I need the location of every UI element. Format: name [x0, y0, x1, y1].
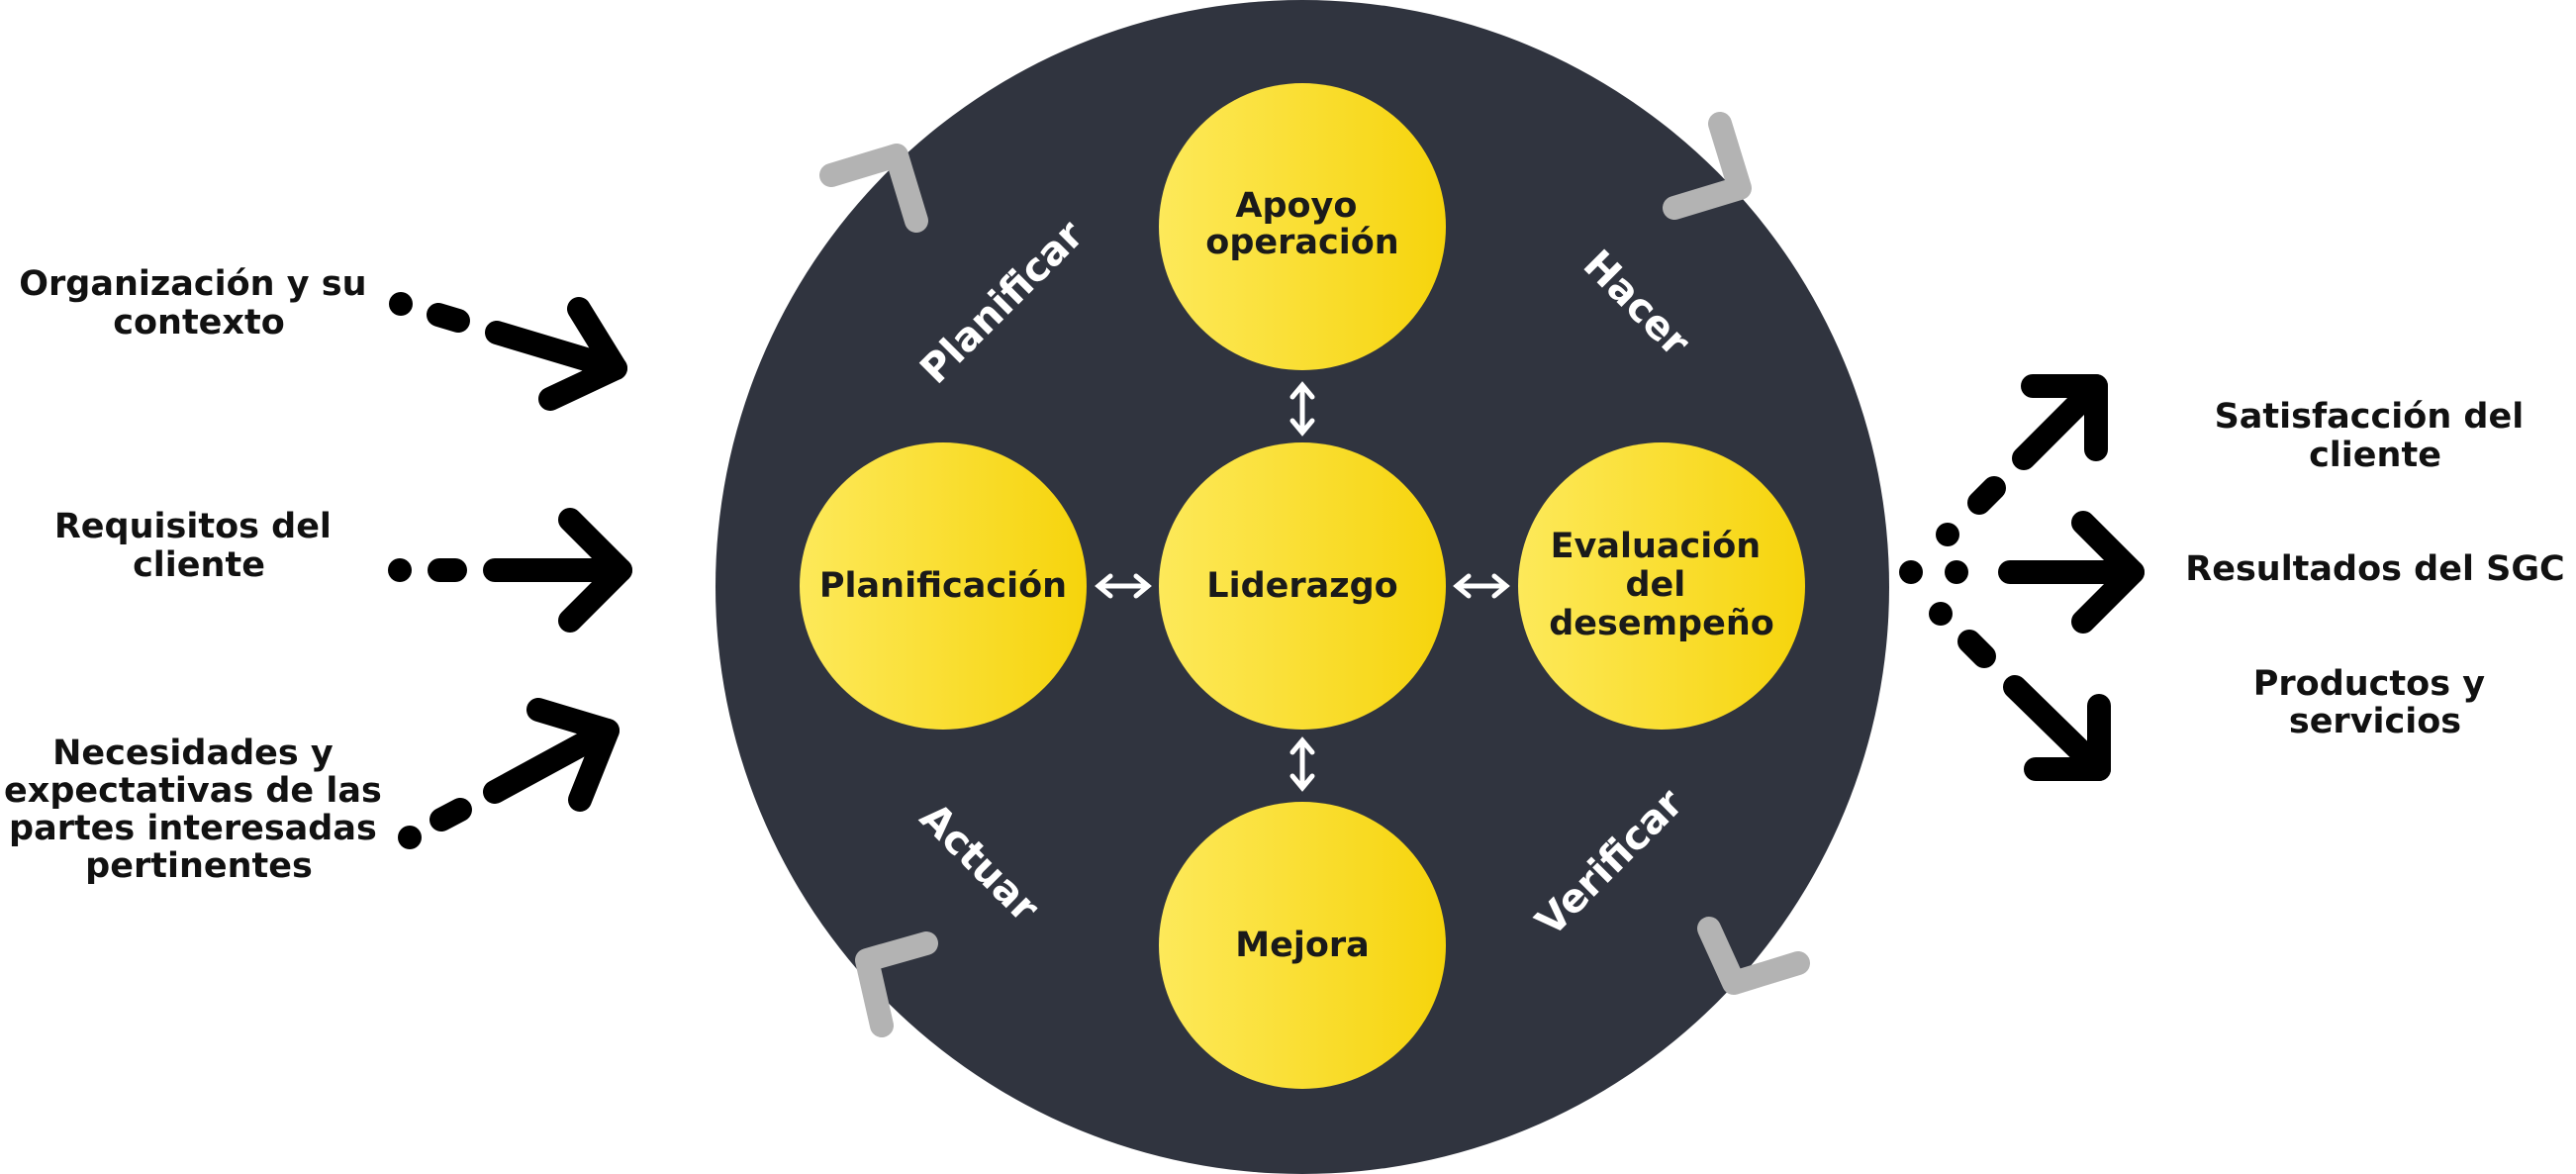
output-arrow-satisfaction [1936, 374, 2108, 546]
output-label-satisfaction: Satisfacción del cliente [2215, 397, 2536, 475]
input-label-requirements: Requisitos del cliente [54, 507, 343, 585]
output-arrow-results [1945, 511, 2145, 634]
cycle-marker-bottom-right [1697, 917, 1810, 995]
bubble-support-operation [1159, 83, 1446, 370]
output-arrow-products [1929, 602, 2111, 781]
cycle-marker-bottom-left [855, 931, 938, 1037]
connector-top-center [1289, 381, 1315, 437]
bubble-leadership [1159, 442, 1446, 730]
cycle-marker-top-left [819, 144, 928, 233]
output-label-results: Resultados del SGC [2185, 549, 2565, 589]
cycle-marker-top-right [1663, 112, 1752, 220]
input-label-context: Organización y su contexto [19, 264, 378, 342]
input-arrow-requirements [388, 508, 632, 633]
bubble-support-operation-label: Apoyo operación [1205, 186, 1398, 262]
cycle-markers [819, 112, 1810, 1037]
bubble-improvement [1159, 802, 1446, 1089]
bubble-performance-evaluation-label: Evaluación del desempeño [1549, 527, 1774, 643]
connector-center-bottom [1289, 736, 1315, 792]
input-arrow-context [389, 292, 627, 411]
output-arrows [1899, 374, 2145, 781]
output-label-products: Productos y servicios [2253, 664, 2497, 741]
connector-left-center [1095, 573, 1152, 599]
bubble-performance-evaluation [1518, 442, 1805, 730]
input-arrows [388, 292, 632, 849]
input-arrow-stakeholders [398, 698, 620, 849]
bubble-improvement-label: Mejora [1235, 926, 1370, 965]
bubble-planning-label: Planificación [819, 566, 1067, 606]
input-label-stakeholders: Necesidades y expectativas de las partes… [4, 734, 394, 886]
connector-center-right [1453, 573, 1510, 599]
inner-connectors [1095, 381, 1510, 792]
bubble-planning [800, 442, 1087, 730]
bubble-leadership-label: Liderazgo [1206, 566, 1397, 606]
